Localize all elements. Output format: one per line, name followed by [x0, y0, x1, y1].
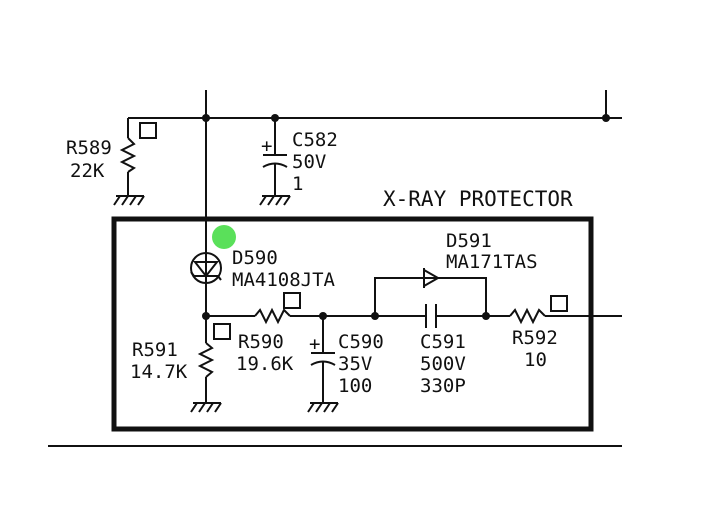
- r589-value: 22K: [70, 160, 105, 182]
- diode-d590: D590 MA4108JTA: [190, 247, 336, 291]
- d591-part: MA171TAS: [446, 251, 538, 273]
- resistor-r592: R592 10: [509, 295, 568, 371]
- r592-value: 10: [524, 349, 547, 371]
- capacitor-c582: + C582 50V 1: [259, 118, 338, 206]
- r591-ref: R591: [132, 339, 178, 361]
- r591-value: 14.7K: [130, 361, 188, 383]
- ground-symbol: [190, 402, 222, 413]
- green-marker: [212, 225, 236, 249]
- c582-value: 1: [292, 173, 303, 195]
- marker-box: [139, 122, 157, 139]
- c590-plus: +: [309, 333, 320, 355]
- r592-ref: R592: [512, 327, 558, 349]
- ground-symbol: [113, 195, 145, 206]
- c591-value: 330P: [420, 375, 466, 397]
- c582-plus: +: [261, 135, 272, 157]
- r590-value: 19.6K: [236, 353, 294, 375]
- d590-part: MA4108JTA: [232, 269, 336, 291]
- c590-voltage: 35V: [338, 353, 372, 375]
- d590-ref: D590: [232, 247, 278, 269]
- capacitor-c591: C591 500V 330P: [420, 304, 466, 397]
- resistor-r591: R591 14.7K: [130, 316, 231, 413]
- c582-voltage: 50V: [292, 151, 326, 173]
- marker-box: [283, 292, 301, 309]
- c590-ref: C590: [338, 331, 384, 353]
- main-net: [202, 312, 622, 320]
- capacitor-c590: + C590 35V 100: [307, 316, 384, 413]
- c591-voltage: 500V: [420, 353, 466, 375]
- ground-symbol: [307, 402, 339, 413]
- c590-value: 100: [338, 375, 372, 397]
- c582-ref: C582: [292, 129, 338, 151]
- resistor-r590: R590 19.6K: [236, 292, 301, 375]
- marker-box: [550, 295, 568, 312]
- resistor-r589: R589 22K: [66, 118, 157, 206]
- marker-box: [213, 323, 231, 340]
- top-rail: [128, 90, 622, 318]
- diode-d591: D591 MA171TAS: [374, 230, 538, 316]
- c591-ref: C591: [420, 331, 466, 353]
- block-title: X-RAY PROTECTOR: [383, 187, 573, 211]
- d591-ref: D591: [446, 230, 492, 252]
- ground-symbol: [259, 195, 291, 206]
- r590-ref: R590: [238, 331, 284, 353]
- protector-block: [111, 216, 594, 432]
- r589-ref: R589: [66, 137, 112, 159]
